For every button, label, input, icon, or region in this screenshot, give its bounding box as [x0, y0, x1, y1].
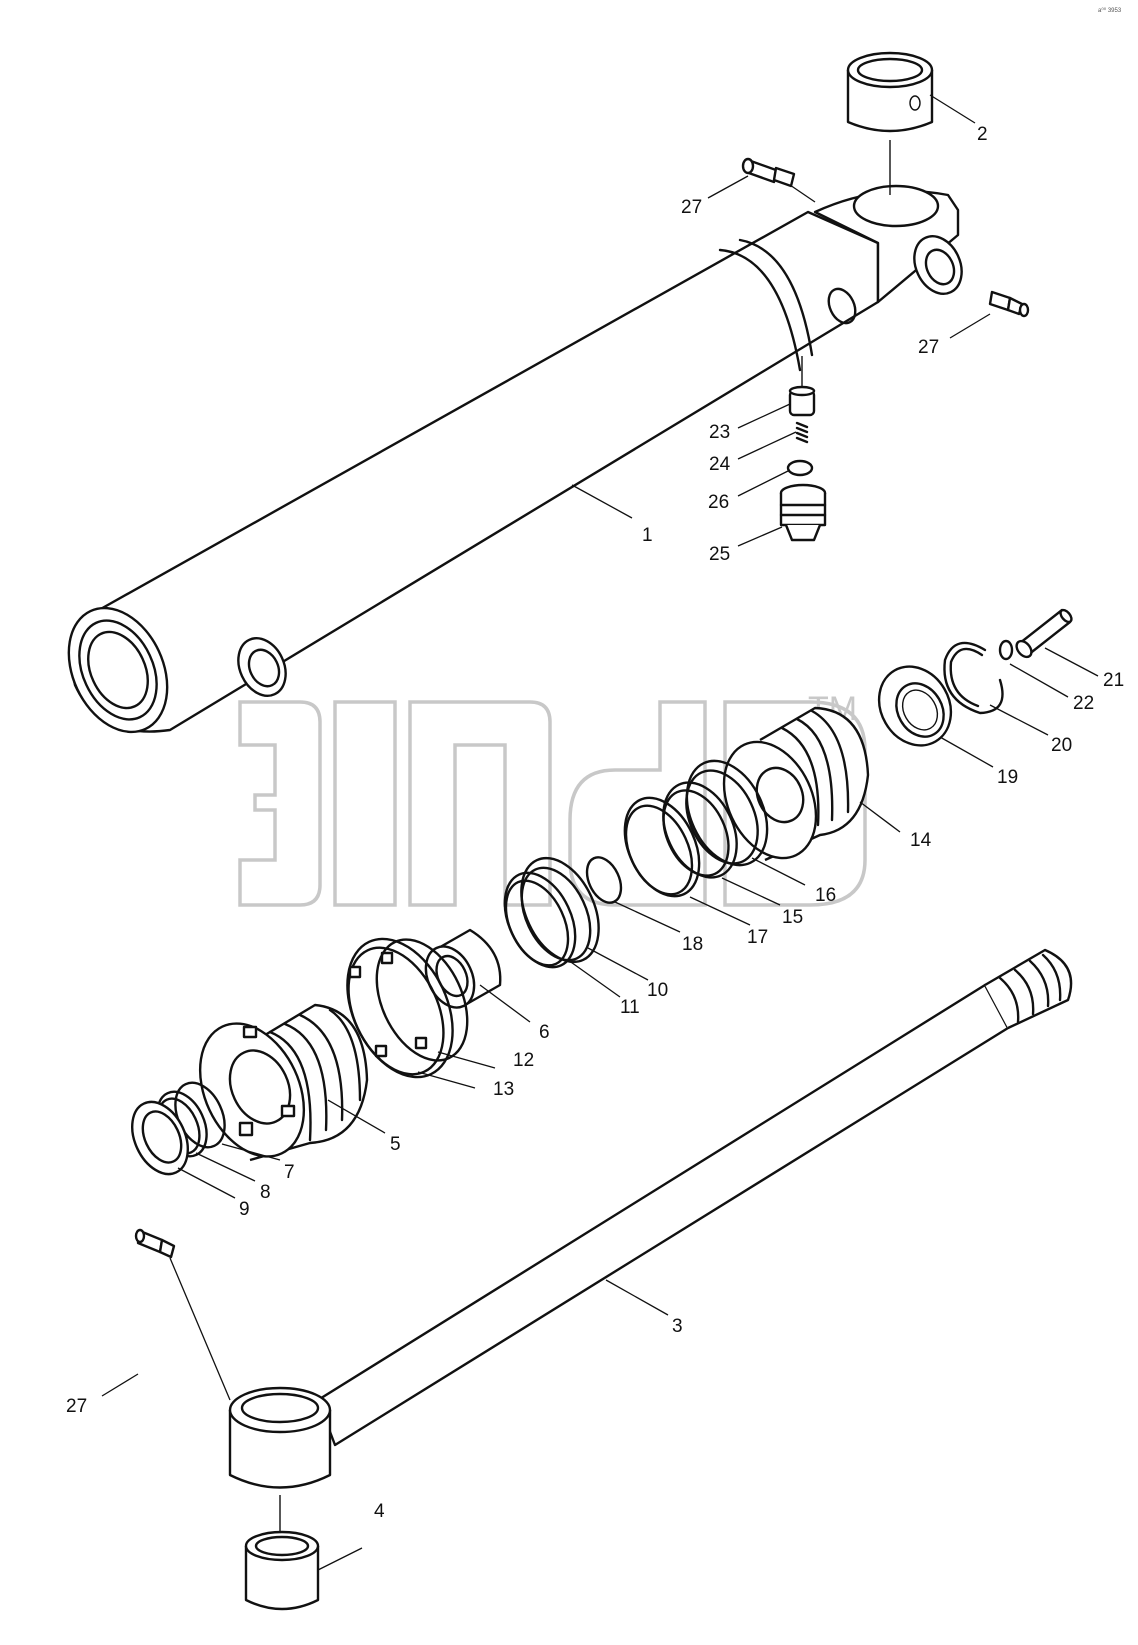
label-part-27-bottom: 27 [66, 1396, 87, 1417]
bushing-guide [424, 928, 502, 1009]
label-part-9: 9 [239, 1199, 250, 1220]
label-part-3: 3 [672, 1316, 683, 1337]
check-valve [779, 483, 827, 542]
snap-ring [943, 641, 1004, 715]
label-part-13: 13 [493, 1079, 514, 1100]
head-o-ring [375, 938, 469, 1062]
label-part-22: 22 [1073, 693, 1094, 714]
grease-fitting-right [988, 290, 1030, 318]
cylinder-tube [67, 184, 963, 734]
label-part-12: 12 [513, 1050, 534, 1071]
bushing-bottom [244, 1530, 320, 1611]
label-part-5: 5 [390, 1134, 401, 1155]
piston-ring [623, 796, 701, 898]
part-labels: 2 27 27 23 24 26 25 1 21 22 20 19 14 16 … [66, 124, 1124, 1522]
piston-o-ring [585, 856, 623, 904]
label-part-17: 17 [747, 927, 768, 948]
label-part-7: 7 [284, 1162, 295, 1183]
label-part-8: 8 [260, 1182, 271, 1203]
label-part-1: 1 [642, 525, 653, 546]
bushing-top [846, 51, 934, 195]
label-part-19: 19 [997, 767, 1018, 788]
nut [877, 665, 953, 747]
valve-cap [788, 356, 816, 417]
spring [795, 421, 809, 444]
label-part-26: 26 [708, 492, 729, 513]
piston-rod [228, 948, 1073, 1535]
label-part-14: 14 [910, 830, 932, 851]
label-part-18: 18 [682, 934, 703, 955]
piston-seal [685, 759, 769, 867]
label-part-23: 23 [709, 422, 730, 443]
piston [722, 706, 870, 862]
pin [1015, 608, 1073, 659]
label-part-21: 21 [1103, 670, 1124, 691]
cylinder-head [198, 1003, 369, 1162]
rod-seal-ring [520, 856, 600, 964]
wiper-seal [131, 1100, 189, 1176]
grease-fitting-top [741, 157, 796, 188]
label-part-24: 24 [709, 454, 731, 475]
valve-o-ring [786, 459, 814, 477]
label-part-15: 15 [782, 907, 803, 928]
label-part-4: 4 [374, 1501, 385, 1522]
lock-ring [346, 937, 454, 1079]
wear-ring [662, 781, 738, 879]
label-part-10: 10 [647, 980, 668, 1001]
corner-mark: a⁰⁰ 3953 [1098, 7, 1122, 14]
label-part-11: 11 [620, 997, 640, 1018]
label-part-2: 2 [977, 124, 988, 145]
backup-ring [503, 871, 577, 969]
label-part-6: 6 [539, 1022, 550, 1043]
grease-fitting-bottom [134, 1228, 176, 1259]
leader-lines [101, 94, 1099, 1571]
small-o-ring [998, 639, 1014, 661]
label-part-16: 16 [815, 885, 836, 906]
label-part-20: 20 [1051, 735, 1072, 756]
label-part-25: 25 [709, 544, 730, 565]
label-part-27-top: 27 [681, 197, 702, 218]
label-part-27-right: 27 [918, 337, 939, 358]
